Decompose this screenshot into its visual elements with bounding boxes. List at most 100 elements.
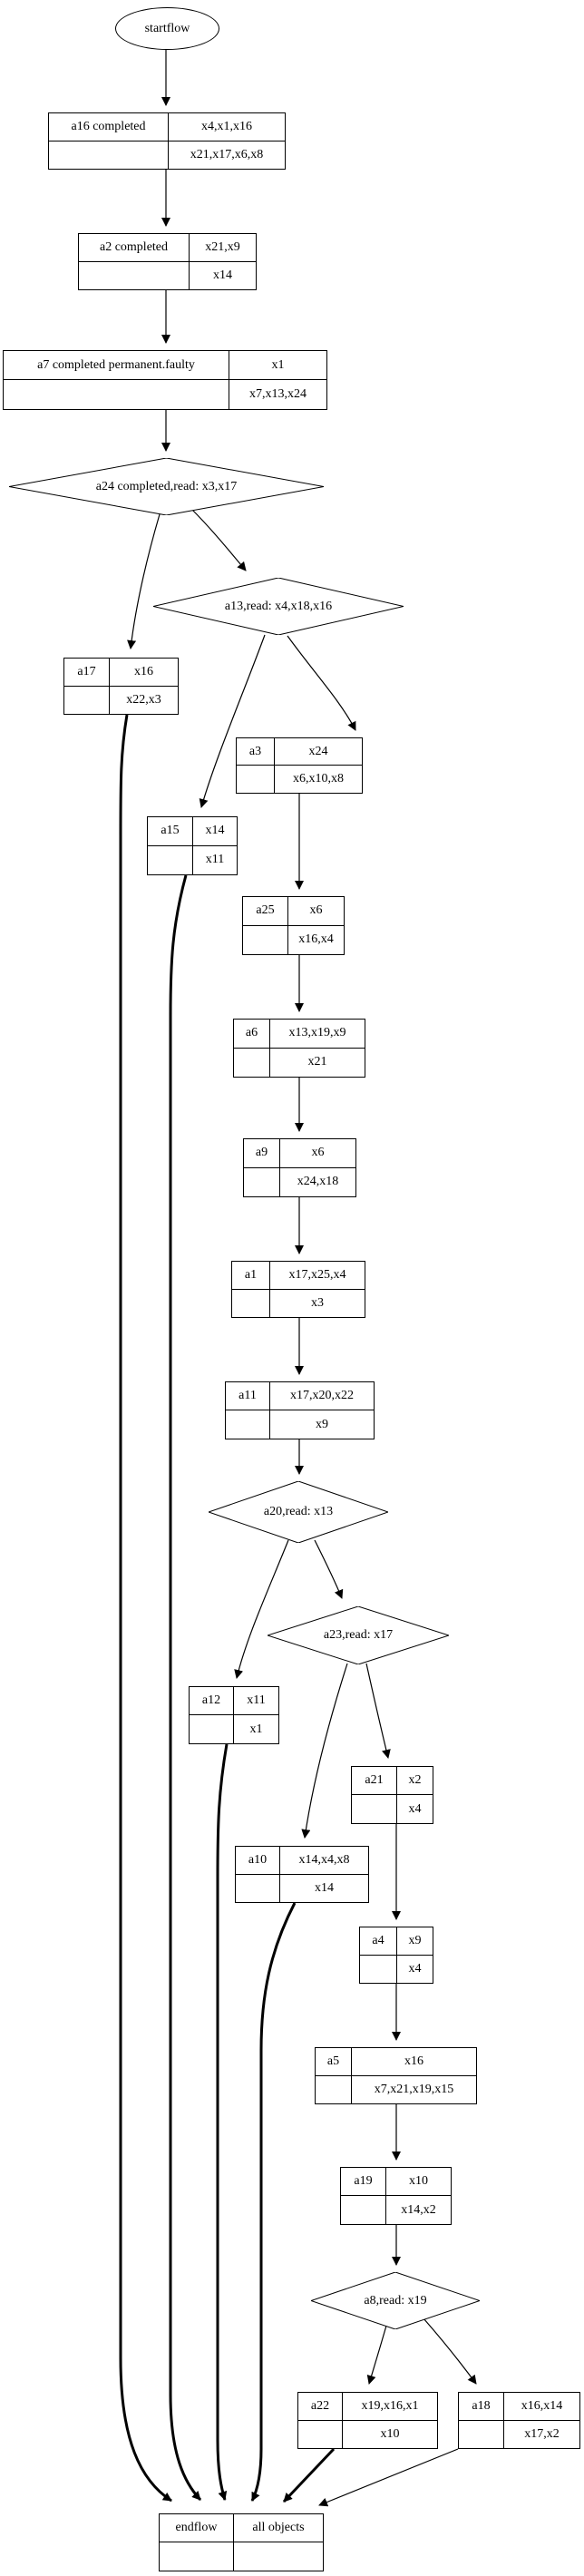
edge-a17-endflow: [119, 714, 172, 2503]
task-empty-cell: [459, 2420, 504, 2448]
task-node-a12: a12 x11 x1: [189, 1686, 279, 1744]
task-objects-top: x6: [288, 897, 344, 926]
task-label: a5: [316, 2048, 352, 2076]
decision-label: a13,read: x4,x18,x16: [224, 599, 333, 613]
task-empty-cell: [352, 1795, 397, 1823]
task-node-a10: a10 x14,x4,x8 x14: [235, 1846, 369, 1903]
task-objects-top: x1: [229, 351, 326, 380]
task-objects-bottom: x7,x21,x19,x15: [374, 2082, 454, 2096]
decision-node-a23: a23,read: x17: [268, 1606, 449, 1664]
end-empty-cell: [234, 2542, 323, 2571]
task-label: a9: [244, 1139, 280, 1168]
task-objects-top: x9: [397, 1927, 433, 1956]
start-node: startflow: [115, 7, 219, 50]
task-objects-bottom: x14: [213, 268, 232, 282]
edge-a8-a18: [423, 2317, 477, 2385]
decision-label: a8,read: x19: [364, 2293, 427, 2308]
start-label: startflow: [144, 21, 190, 35]
task-empty-cell: [79, 261, 190, 289]
task-objects-bottom: x4: [408, 1961, 422, 1976]
edge-a10-endflow: [250, 1902, 297, 2502]
task-node-a22: a22 x19,x16,x1 x10: [297, 2392, 438, 2449]
diamond-shape: [209, 1481, 388, 1543]
end-node: endflow all objects: [159, 2513, 324, 2571]
task-empty-cell: [148, 845, 193, 874]
task-objects-top: x13,x19,x9: [270, 1020, 365, 1049]
task-empty-cell: [226, 1410, 270, 1439]
task-label: a6: [234, 1020, 270, 1049]
task-node-a18: a18 x16,x14 x17,x2: [458, 2392, 580, 2449]
edge-a20-a23: [314, 1539, 344, 1599]
task-objects-top: x16,x14: [504, 2393, 579, 2421]
task-node-a2: a2 completed x21,x9 x14: [78, 233, 257, 290]
task-objects-top: x10: [386, 2168, 451, 2196]
task-objects-top: x14,x4,x8: [280, 1847, 368, 1875]
task-node-a19: a19 x10 x14,x2: [340, 2167, 452, 2225]
task-objects-bottom: x4: [408, 1801, 422, 1816]
edge-a23-a10: [301, 1663, 348, 1839]
decision-label: a24 completed,read: x3,x17: [95, 479, 238, 493]
task-objects-bottom: x22,x3: [126, 692, 161, 707]
task-objects-top: x19,x16,x1: [343, 2393, 437, 2421]
task-node-a1: a1 x17,x25,x4 x3: [231, 1261, 365, 1318]
task-node-a21: a21 x2 x4: [351, 1766, 433, 1824]
task-label: a11: [226, 1382, 270, 1410]
task-node-a7: a7 completed permanent.faulty x1 x7,x13,…: [3, 350, 327, 410]
task-label: a21: [352, 1767, 397, 1795]
task-objects-bottom: x21: [307, 1055, 327, 1069]
end-label: endflow: [160, 2514, 234, 2542]
task-objects-bottom: x3: [311, 1295, 324, 1310]
decision-node-a24: a24 completed,read: x3,x17: [9, 458, 324, 515]
task-node-a3: a3 x24 x6,x10,x8: [236, 737, 363, 794]
task-node-a17: a17 x16 x22,x3: [63, 658, 179, 715]
task-node-a15: a15 x14 x11: [147, 816, 238, 875]
task-node-a5: a5 x16 x7,x21,x19,x15: [315, 2047, 477, 2104]
diamond-shape: [311, 2272, 480, 2329]
end-empty-cell: [160, 2542, 234, 2571]
task-label: a3: [237, 738, 275, 766]
task-objects-top: x14: [193, 817, 237, 846]
task-node-a4: a4 x9 x4: [359, 1927, 433, 1984]
task-empty-cell: [232, 1289, 270, 1317]
task-objects-top: x4,x1,x16: [169, 113, 285, 141]
task-label: a17: [64, 659, 110, 687]
task-label: a1: [232, 1262, 270, 1290]
task-objects-top: x2: [397, 1767, 433, 1795]
task-empty-cell: [49, 141, 169, 169]
task-objects-top: x21,x9: [190, 234, 256, 262]
edge-a24-a17: [127, 513, 161, 649]
task-label: a22: [298, 2393, 343, 2421]
task-objects-bottom: x24,x18: [297, 1175, 339, 1189]
task-label: a18: [459, 2393, 504, 2421]
task-objects-top: x16: [110, 659, 178, 687]
edge-a15-endflow: [169, 874, 202, 2502]
task-objects-bottom: x16,x4: [298, 932, 334, 947]
task-empty-cell: [236, 1874, 280, 1902]
task-objects-bottom: x1: [249, 1722, 263, 1736]
task-empty-cell: [237, 766, 275, 793]
edge-a8-a22: [366, 2325, 387, 2385]
task-empty-cell: [316, 2075, 352, 2103]
edge-a12-endflow: [216, 1743, 229, 2501]
task-label: a25: [243, 897, 288, 926]
task-node-a6: a6 x13,x19,x9 x21: [233, 1019, 365, 1078]
task-objects-bottom: x14: [315, 1880, 334, 1895]
decision-node-a13: a13,read: x4,x18,x16: [153, 578, 404, 635]
edge-a23-a21: [365, 1663, 391, 1759]
task-label: a2 completed: [79, 234, 190, 262]
diamond-shape: [9, 458, 324, 515]
edge-a13-a3: [287, 635, 356, 731]
task-objects-bottom: x9: [316, 1417, 328, 1431]
task-empty-cell: [64, 686, 110, 714]
task-objects-top: x24: [275, 738, 362, 766]
decision-node-a8: a8,read: x19: [311, 2272, 480, 2329]
task-objects-bottom: x6,x10,x8: [293, 772, 344, 785]
task-empty-cell: [341, 2196, 386, 2224]
task-empty-cell: [234, 1048, 270, 1077]
task-empty-cell: [360, 1955, 397, 1983]
task-objects-bottom: x11: [205, 853, 225, 867]
diamond-shape: [268, 1606, 449, 1664]
edge-a22-endflow: [282, 2447, 336, 2503]
decision-node-a20: a20,read: x13: [209, 1481, 388, 1543]
